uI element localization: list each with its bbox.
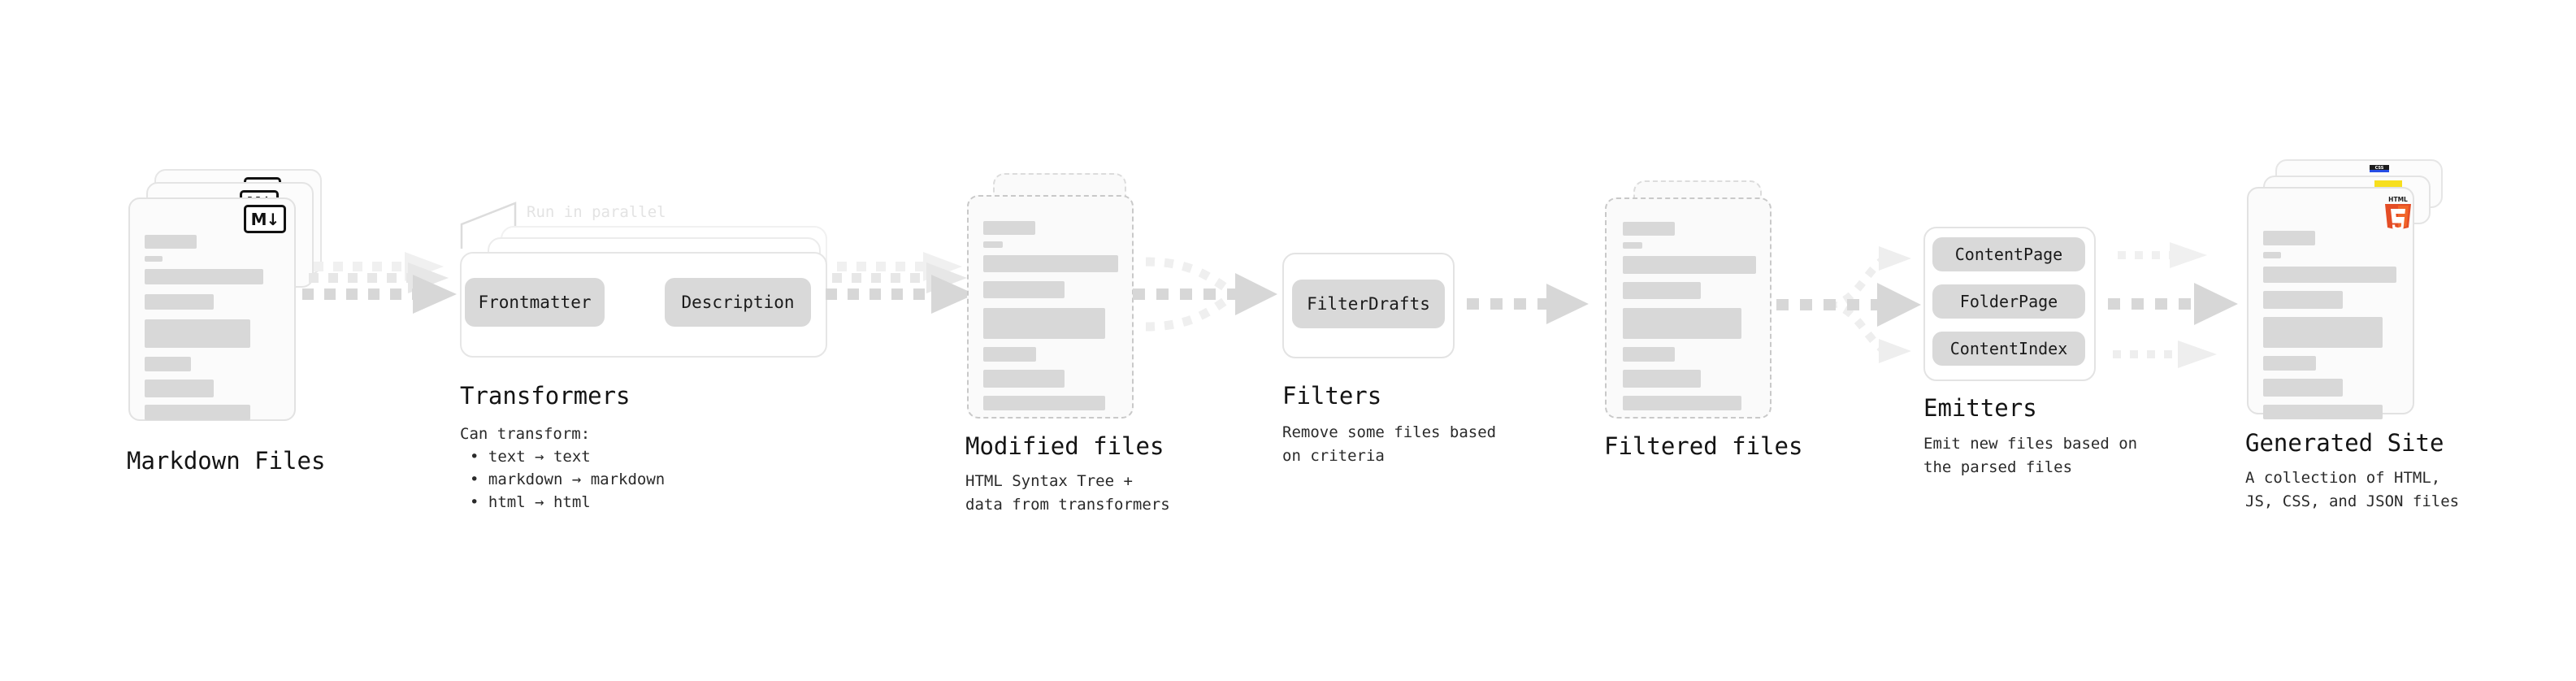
placeholder-line bbox=[2263, 379, 2343, 397]
emitter-chip-contentpage[interactable]: ContentPage bbox=[1932, 237, 2085, 271]
placeholder-line bbox=[2263, 405, 2383, 419]
modified-file-card bbox=[967, 195, 1134, 419]
placeholder-line bbox=[1623, 242, 1642, 249]
placeholder-line bbox=[1623, 222, 1675, 236]
connector-transformers-to-modified bbox=[826, 252, 975, 314]
connector-md-to-transformers bbox=[302, 252, 457, 314]
transformer-chip-description[interactable]: Description bbox=[665, 278, 811, 327]
placeholder-line bbox=[983, 370, 1065, 388]
stage-title-markdown-files: Markdown Files bbox=[127, 447, 326, 475]
svg-text:HTML: HTML bbox=[2388, 196, 2408, 203]
stage-title-filters: Filters bbox=[1282, 382, 1382, 410]
placeholder-line bbox=[983, 255, 1118, 272]
connector-emitters-to-site bbox=[2108, 242, 2238, 368]
placeholder-line bbox=[983, 281, 1065, 298]
emitter-chip-folderpage[interactable]: FolderPage bbox=[1932, 284, 2085, 319]
placeholder-line bbox=[2263, 356, 2316, 371]
placeholder-line bbox=[1623, 347, 1675, 362]
placeholder-line bbox=[2263, 267, 2396, 283]
stage-description-filters: Remove some files based on criteria bbox=[1282, 423, 1497, 465]
placeholder-line bbox=[145, 357, 191, 371]
stage-title-emitters: Emitters bbox=[1923, 394, 2037, 422]
stage-title-generated-site: Generated Site bbox=[2245, 429, 2444, 457]
svg-text:CSS: CSS bbox=[2375, 166, 2384, 171]
connector-modified-to-filters bbox=[1133, 257, 1277, 332]
placeholder-line bbox=[145, 294, 214, 310]
css-logo-icon: CSS bbox=[2370, 165, 2389, 172]
stage-title-modified-files: Modified files bbox=[965, 432, 1164, 460]
placeholder-line bbox=[145, 235, 197, 249]
placeholder-line bbox=[983, 308, 1105, 339]
stage-title-filtered-files: Filtered files bbox=[1604, 432, 1803, 460]
stage-description-emitters: Emit new files based on the parsed files bbox=[1923, 435, 2138, 476]
placeholder-line bbox=[1623, 256, 1756, 274]
transformer-chip-frontmatter[interactable]: Frontmatter bbox=[465, 278, 605, 327]
connector-filtered-to-emitters bbox=[1776, 246, 1921, 363]
placeholder-line bbox=[145, 405, 250, 420]
markdown-logo-icon: M↓ bbox=[244, 205, 286, 233]
placeholder-line bbox=[2263, 291, 2343, 309]
filter-chip-filterdrafts[interactable]: FilterDrafts bbox=[1292, 280, 1445, 328]
markdown-file-card bbox=[128, 197, 296, 421]
placeholder-line bbox=[2263, 231, 2315, 245]
stage-description-modified-files: HTML Syntax Tree + data from transformer… bbox=[965, 472, 1170, 514]
stage-description-transformers: Can transform: bbox=[460, 425, 591, 443]
emitter-chip-contentindex[interactable]: ContentIndex bbox=[1932, 332, 2085, 366]
placeholder-line bbox=[983, 241, 1003, 248]
transformer-bullet-0: • text → text bbox=[470, 448, 591, 466]
placeholder-line bbox=[1623, 308, 1741, 339]
placeholder-line bbox=[1623, 370, 1701, 388]
placeholder-line bbox=[145, 319, 250, 348]
transformer-bullet-1: • markdown → markdown bbox=[470, 471, 666, 488]
placeholder-line bbox=[1623, 396, 1741, 410]
generated-file-card bbox=[2247, 187, 2414, 419]
placeholder-line bbox=[983, 347, 1036, 362]
placeholder-line bbox=[145, 256, 163, 262]
placeholder-line bbox=[145, 269, 263, 284]
run-in-parallel-label: Run in parallel bbox=[527, 203, 666, 221]
html5-logo-icon: HTML bbox=[2385, 196, 2411, 229]
run-in-parallel-bracket bbox=[460, 202, 517, 249]
placeholder-line bbox=[2263, 317, 2383, 348]
placeholder-line bbox=[983, 396, 1105, 410]
placeholder-line bbox=[145, 380, 214, 397]
connector-filters-to-filtered bbox=[1467, 284, 1589, 324]
transformer-bullet-2: • html → html bbox=[470, 493, 591, 511]
stage-description-generated-site: A collection of HTML, JS, CSS, and JSON … bbox=[2245, 469, 2460, 510]
placeholder-line bbox=[2263, 252, 2281, 258]
placeholder-line bbox=[983, 221, 1035, 235]
filtered-file-card bbox=[1605, 197, 1772, 419]
placeholder-line bbox=[1623, 282, 1701, 299]
stage-title-transformers: Transformers bbox=[460, 382, 631, 410]
